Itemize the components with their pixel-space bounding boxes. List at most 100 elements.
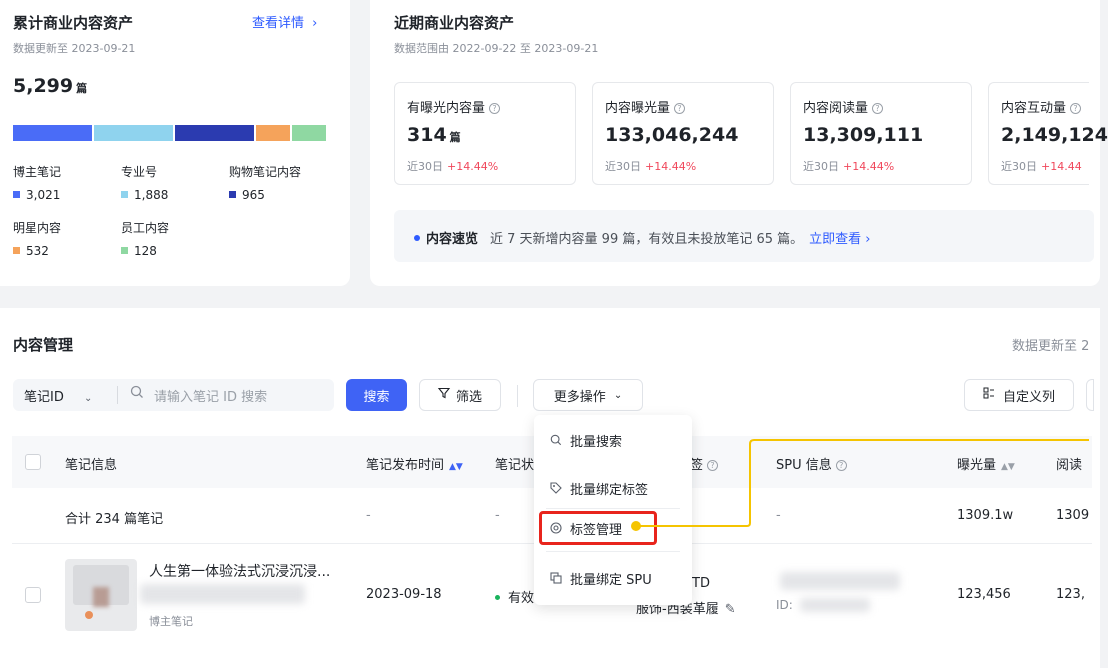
view-now-label: 立即查看 <box>809 232 862 247</box>
summary-exposure: 1309.1w <box>957 508 1014 523</box>
redacted-blur <box>780 572 900 590</box>
recent-title: 近期商业内容资产 <box>394 14 515 32</box>
search-group <box>13 379 334 411</box>
search-icon <box>550 434 564 449</box>
bar-segment-staff <box>292 125 326 141</box>
cumulative-title: 累计商业内容资产 <box>13 14 134 32</box>
summary-status: - <box>495 508 500 523</box>
filter-button[interactable]: 筛选 <box>419 379 501 411</box>
metric-label-text: 内容曝光量 <box>605 101 671 116</box>
help-icon[interactable]: ? <box>674 103 686 114</box>
menu-item-tag-management[interactable]: 标签管理 <box>550 519 622 538</box>
custom-columns-button[interactable]: 自定义列 <box>964 379 1074 411</box>
col-publish-time[interactable]: 笔记发布时间▲▼ <box>366 454 463 473</box>
tag-icon <box>550 482 564 497</box>
select-all-checkbox[interactable] <box>25 454 41 470</box>
help-icon[interactable]: ? <box>835 460 847 471</box>
legend-value-blogger: 3,021 <box>13 188 60 202</box>
row-checkbox[interactable] <box>25 587 41 603</box>
legend-swatch <box>229 191 236 198</box>
bullet-icon <box>414 235 420 241</box>
legend-value-pro: 1,888 <box>121 188 168 202</box>
redacted-blur <box>800 598 870 612</box>
extra-button-edge[interactable] <box>1086 379 1094 411</box>
search-button[interactable]: 搜索 <box>346 379 407 411</box>
note-title[interactable]: 人生第一体验法式沉浸沉浸... <box>149 564 331 580</box>
menu-divider <box>546 551 680 552</box>
legend-swatch <box>13 247 20 254</box>
legend-value-staff: 128 <box>121 244 157 258</box>
search-icon <box>130 385 144 403</box>
bar-segment-star <box>256 125 290 141</box>
sort-icon[interactable]: ▲▼ <box>449 462 463 472</box>
metric-label-text: 内容阅读量 <box>803 101 869 116</box>
legend-swatch <box>121 191 128 198</box>
legend-swatch <box>13 191 20 198</box>
metric-label-text: 有曝光内容量 <box>407 101 486 116</box>
metric-change: +14.44 <box>1041 160 1082 173</box>
help-icon[interactable]: ? <box>872 103 884 114</box>
metric-label: 内容互动量? <box>1001 97 1082 116</box>
legend-value-shopping: 965 <box>229 188 265 202</box>
redacted-blur <box>140 584 305 604</box>
legend-label-blogger: 博主笔记 <box>13 165 62 179</box>
content-overview-banner: 内容速览近 7 天新增内容量 99 篇，有效且未投放笔记 65 篇。立即查看› <box>394 210 1094 262</box>
chevron-down-icon: ⌄ <box>84 393 93 404</box>
banner-title: 内容速览 <box>426 232 479 247</box>
legend-swatch <box>121 247 128 254</box>
view-details-link[interactable]: 查看详情 › <box>252 12 317 31</box>
metric-period: 近30日 <box>605 160 641 173</box>
menu-item-batch-bind-tag[interactable]: 批量绑定标签 <box>550 479 648 498</box>
chevron-right-icon: › <box>865 232 871 247</box>
legend-value-text: 3,021 <box>26 188 61 202</box>
summary-label: 合计 234 篇笔记 <box>65 512 164 527</box>
target-icon <box>550 522 564 537</box>
metric-period: 近30日 <box>407 160 443 173</box>
filter-select[interactable]: 笔记ID ⌄ <box>24 386 92 405</box>
legend-value-text: 1,888 <box>134 188 169 202</box>
col-spu: SPU 信息? <box>776 454 847 473</box>
menu-item-label: 批量绑定 SPU <box>570 573 652 588</box>
highlight-box <box>539 511 657 545</box>
bar-segment-blogger <box>13 125 92 141</box>
search-input[interactable]: 请输入笔记 ID 搜索 <box>154 390 268 405</box>
metric-period: 近30日 <box>803 160 839 173</box>
search-divider <box>117 386 118 404</box>
menu-item-batch-search[interactable]: 批量搜索 <box>550 431 622 450</box>
metric-value: 2,149,124 <box>1001 124 1108 146</box>
note-type: 博主笔记 <box>149 615 193 628</box>
menu-item-batch-bind-spu[interactable]: 批量绑定 SPU <box>550 569 652 588</box>
row-reads: 123, <box>1056 587 1085 602</box>
help-icon[interactable]: ? <box>489 103 501 114</box>
metric-change: +14.44% <box>645 160 697 173</box>
summary-spu: - <box>776 508 781 523</box>
col-tag: 签? <box>690 454 719 473</box>
filter-label: 筛选 <box>455 389 482 405</box>
metric-foot: 近30日 +14.44% <box>605 158 696 174</box>
note-thumbnail[interactable] <box>65 559 137 631</box>
columns-icon <box>983 387 995 403</box>
sort-icon[interactable]: ▲▼ <box>1001 462 1015 472</box>
metric-card-exposure: 内容曝光量? 133,046,244 近30日 +14.44% <box>592 82 774 185</box>
view-now-link[interactable]: 立即查看› <box>809 232 870 247</box>
metric-value-text: 314 <box>407 124 447 146</box>
menu-item-label: 批量绑定标签 <box>570 483 649 498</box>
metric-value: 133,046,244 <box>605 124 739 146</box>
row-tag-line1: TD <box>692 576 710 591</box>
summary-publish-time: - <box>366 508 371 523</box>
col-exposure[interactable]: 曝光量▲▼ <box>957 454 1015 473</box>
col-status: 笔记状 <box>495 458 535 473</box>
more-actions-button[interactable]: 更多操作 ⌄ <box>533 379 643 411</box>
metric-foot: 近30日+14.44% <box>407 158 498 174</box>
toolbar-divider <box>517 385 518 407</box>
edit-icon[interactable]: ✎ <box>724 602 736 617</box>
bar-segment-shopping <box>175 125 254 141</box>
help-icon[interactable]: ? <box>1070 103 1082 114</box>
copy-icon <box>550 572 564 587</box>
filter-select-label: 笔记ID <box>24 390 64 405</box>
help-icon[interactable]: ? <box>707 460 719 471</box>
bar-segment-pro <box>94 125 173 141</box>
metric-change: +14.44% <box>843 160 895 173</box>
